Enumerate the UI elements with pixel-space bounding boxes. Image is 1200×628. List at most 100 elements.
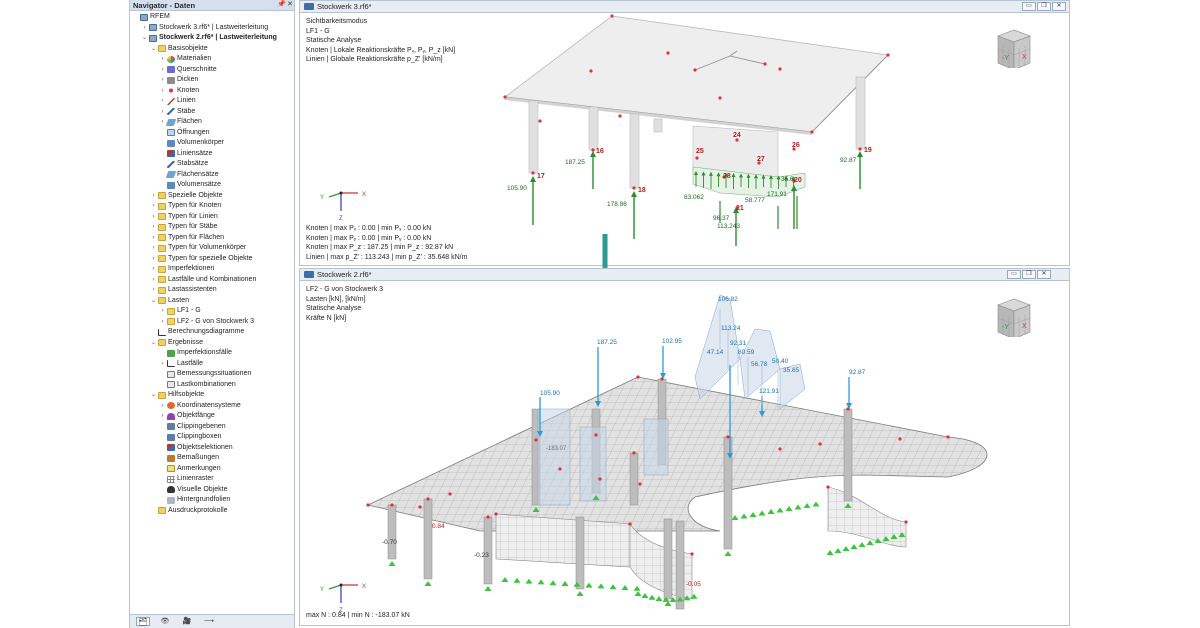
tree-item[interactable]: ⌄Lasten <box>150 296 189 307</box>
tree-item[interactable]: ›Typen für spezielle Objekte <box>150 254 252 265</box>
tree-item[interactable]: Clippingebenen <box>159 422 226 433</box>
expand-chevron-icon[interactable]: › <box>161 56 164 62</box>
tree-item[interactable]: Berechnungsdiagramme <box>150 327 244 338</box>
reaction-value: 113.243 <box>717 223 741 230</box>
tree-item[interactable]: ›Stäbe <box>159 107 195 118</box>
expand-chevron-icon[interactable]: › <box>161 87 164 94</box>
expand-chevron-icon[interactable]: › <box>161 318 164 325</box>
tree-item[interactable]: Flächensätze <box>159 170 219 181</box>
tree-item[interactable]: ›Lastassistenten <box>150 285 217 296</box>
expand-chevron-icon[interactable]: › <box>161 77 164 83</box>
tree-item[interactable]: Linienraster <box>159 474 214 485</box>
expand-chevron-icon[interactable]: › <box>152 255 155 262</box>
expand-chevron-icon[interactable]: › <box>152 287 155 293</box>
guide-tab[interactable]: ⟶ <box>203 618 215 625</box>
tree-item[interactable]: ›Objektfänge <box>159 411 215 422</box>
expand-chevron-icon[interactable]: › <box>161 308 164 314</box>
restore-button[interactable]: ❐ <box>1022 270 1036 279</box>
bottom-model-scene[interactable]: X Y Z <box>300 269 1070 626</box>
tree-item[interactable]: Bemessungssituationen <box>159 369 251 380</box>
tree-item[interactable]: Bemaßungen <box>159 453 219 464</box>
tree-item[interactable]: ›Typen für Knoten <box>150 201 221 212</box>
tree-item[interactable]: ⌄Hilfsobjekte <box>150 390 204 401</box>
tree-item[interactable]: Objektselektionen <box>159 443 233 454</box>
collapse-chevron-icon[interactable]: ⌄ <box>150 45 157 52</box>
view-cube-icon[interactable]: -Y X <box>994 297 1032 337</box>
expand-chevron-icon[interactable]: › <box>152 192 155 199</box>
tree-item[interactable]: ›Spezielle Objekte <box>150 191 222 202</box>
tree-item[interactable]: ›Stockwerk 3.rf6* | Lastweiterleitung <box>141 23 268 34</box>
top-model-scene[interactable]: X Y Z <box>300 1 1070 266</box>
tree-item[interactable]: ⌄Ergebnisse <box>150 338 203 349</box>
tree-item[interactable]: ›LF1 - G <box>159 306 201 317</box>
expand-chevron-icon[interactable]: › <box>152 276 155 283</box>
expand-chevron-icon[interactable]: › <box>161 402 164 409</box>
support-symbol <box>525 578 533 584</box>
tree-item[interactable]: Imperfektionsfälle <box>159 348 232 359</box>
tree-item[interactable]: ›Lastfälle <box>159 359 203 370</box>
tree-item[interactable]: ›Knoten <box>159 86 199 97</box>
tree-item[interactable]: ›Typen für Volumenkörper <box>150 243 246 254</box>
tree-item[interactable]: ›Typen für Flächen <box>150 233 224 244</box>
expand-chevron-icon[interactable]: › <box>152 213 155 220</box>
expand-chevron-icon[interactable]: › <box>161 119 164 125</box>
folder-icon <box>167 318 175 325</box>
expand-chevron-icon[interactable]: › <box>161 108 164 115</box>
collapse-chevron-icon[interactable]: ⌄ <box>141 35 148 41</box>
tree-item[interactable]: ›Imperfektionen <box>150 264 214 275</box>
tree-item[interactable]: Hintergrundfolien <box>159 495 230 506</box>
display-tab[interactable]: 👁 <box>160 618 170 625</box>
viewport-stockwerk-3[interactable]: Stockwerk 3.rf6* ▭ ❐ ✕ <box>299 0 1070 266</box>
expand-chevron-icon[interactable]: › <box>152 245 155 251</box>
tree-item[interactable]: ›Dicken <box>159 75 198 86</box>
tree-item[interactable]: Volumensätze <box>159 180 221 191</box>
view-cube-icon[interactable]: -Y X <box>994 28 1032 68</box>
tree-item[interactable]: ›Typen für Stäbe <box>150 222 217 233</box>
tree-item[interactable]: ⌄Stockwerk 2.rf6* | Lastweiterleitung <box>141 33 277 44</box>
tree-item[interactable]: Stabsätze <box>159 159 208 170</box>
expand-chevron-icon[interactable]: › <box>161 360 164 367</box>
expand-chevron-icon[interactable]: › <box>161 98 164 104</box>
expand-chevron-icon[interactable]: › <box>143 24 146 31</box>
views-tab[interactable]: 🎥 <box>182 618 192 625</box>
collapse-chevron-icon[interactable]: ⌄ <box>150 339 157 346</box>
tree-item[interactable]: ›Materialien <box>159 54 211 65</box>
tree-item[interactable]: Clippingboxen <box>159 432 221 443</box>
expand-chevron-icon[interactable]: › <box>161 66 164 73</box>
expand-chevron-icon[interactable]: › <box>152 203 155 209</box>
minimize-button[interactable]: ▭ <box>1022 2 1036 11</box>
tree-item[interactable]: Liniensätze <box>159 149 212 160</box>
expand-chevron-icon[interactable]: › <box>161 413 164 419</box>
tree-item[interactable]: ›LF2 - G von Stockwerk 3 <box>159 317 254 328</box>
tree-item[interactable]: ›Lastfälle und Kombinationen <box>150 275 256 286</box>
tree-item[interactable]: Volumenkörper <box>159 138 224 149</box>
clip-icon <box>167 423 175 430</box>
expand-chevron-icon[interactable]: › <box>152 234 155 241</box>
tree-item[interactable]: Visuelle Objekte <box>159 485 227 496</box>
restore-button[interactable]: ❐ <box>1037 2 1051 11</box>
data-tab[interactable]: 🗂 <box>136 617 150 626</box>
folder-icon <box>158 507 166 514</box>
close-icon[interactable]: ✕ <box>287 1 293 8</box>
expand-chevron-icon[interactable]: › <box>152 266 155 272</box>
minimize-button[interactable]: ▭ <box>1007 270 1021 279</box>
tree-item[interactable]: ›Linien <box>159 96 196 107</box>
node-label: 16 <box>596 148 604 155</box>
expand-chevron-icon[interactable]: › <box>152 224 155 230</box>
collapse-chevron-icon[interactable]: ⌄ <box>150 392 157 398</box>
tree-item[interactable]: Anmerkungen <box>159 464 221 475</box>
tree-item[interactable]: ⌄Basisobjekte <box>150 44 208 55</box>
tree-item[interactable]: ›Flächen <box>159 117 202 128</box>
pin-icon[interactable]: 📌 <box>277 1 286 8</box>
viewport-stockwerk-2[interactable]: Stockwerk 2.rf6* ▭ ❐ ✕ <box>299 268 1070 626</box>
tree-item[interactable]: ›Querschnitte <box>159 65 217 76</box>
tree-item[interactable]: Ausdruckprotokolle <box>150 506 228 517</box>
tree-item[interactable]: ›Typen für Linien <box>150 212 218 223</box>
collapse-chevron-icon[interactable]: ⌄ <box>150 297 157 304</box>
close-button[interactable]: ✕ <box>1037 270 1051 279</box>
close-button[interactable]: ✕ <box>1052 2 1066 11</box>
tree-item[interactable]: Öffnungen <box>159 128 210 139</box>
tree-item[interactable]: ›Koordinatensysteme <box>159 401 241 412</box>
tree-item[interactable]: Lastkombinationen <box>159 380 236 391</box>
tree-item[interactable]: RFEM <box>132 12 170 23</box>
